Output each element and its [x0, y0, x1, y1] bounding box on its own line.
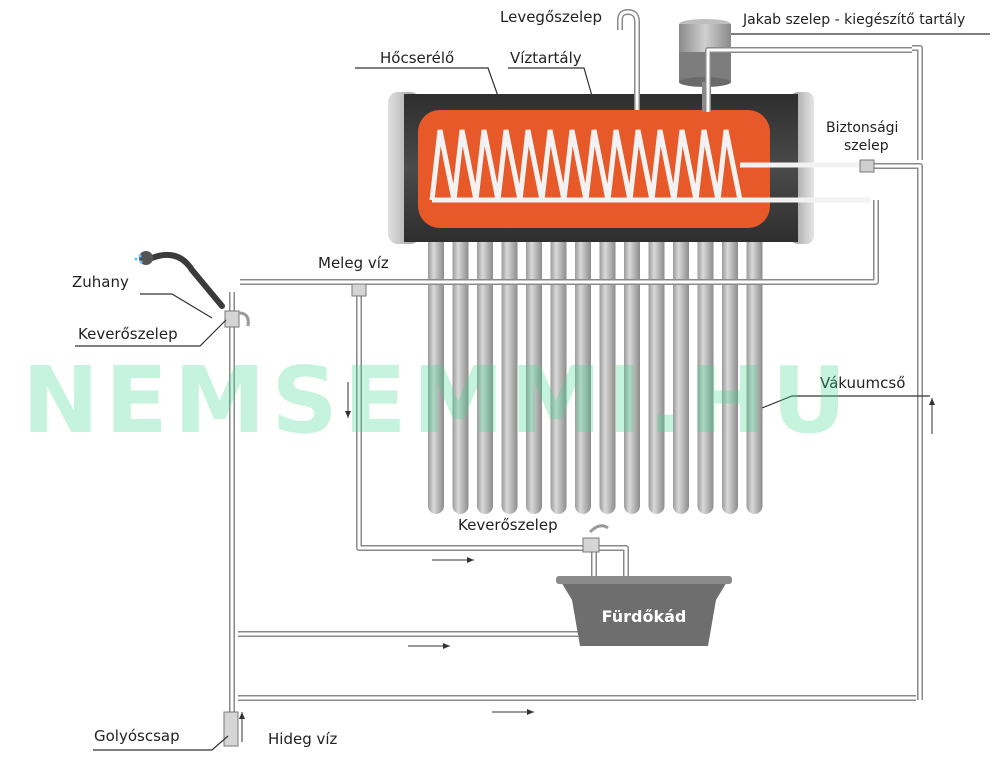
vacuum-tube — [746, 232, 763, 514]
vacuum-tube — [428, 232, 444, 514]
leader-lines — [75, 33, 990, 751]
label-shower: Zuhany — [72, 273, 129, 291]
vacuum-tube — [477, 232, 493, 514]
label-air-valve: Levegőszelep — [500, 8, 602, 26]
pipe-network — [229, 45, 923, 742]
label-heat-exchanger: Hőcserélő — [380, 49, 454, 67]
ball-valve-body — [223, 711, 239, 747]
bathtub-label: Fürdőkád — [602, 607, 687, 626]
heat-exchanger-coil — [429, 129, 880, 203]
label-cold-water: Hideg víz — [268, 730, 338, 748]
vacuum-tube — [697, 232, 714, 514]
label-warm-water: Meleg víz — [318, 254, 389, 272]
vacuum-tubes — [428, 232, 763, 514]
label-expansion-tank: Jakab szelep - kiegészítő tartály — [742, 12, 965, 28]
label-water-tank: Víztartály — [510, 49, 582, 67]
vacuum-tube — [648, 232, 665, 514]
vacuum-tube — [599, 232, 616, 514]
label-mixing-valve-left: Keverőszelep — [78, 325, 178, 343]
vacuum-tube — [501, 232, 518, 514]
vacuum-tube — [452, 232, 469, 514]
watermark: NEMSEMMI.HU — [22, 347, 852, 454]
mixing-valve-bath-body — [582, 524, 609, 553]
safety-valve — [859, 159, 875, 173]
vacuum-tube — [722, 232, 738, 514]
label-ball-valve: Golyóscsap — [94, 727, 180, 745]
tee-warm-water — [351, 283, 367, 297]
flow-arrows — [239, 382, 935, 742]
water-tank-assembly — [388, 92, 880, 244]
vacuum-tube — [673, 232, 689, 514]
vacuum-tube — [575, 232, 591, 514]
label-mixing-valve-bath: Keverőszelep — [458, 516, 558, 534]
vacuum-tube — [624, 232, 640, 514]
mixing-valve-left-body — [224, 310, 250, 328]
vacuum-tube — [550, 232, 567, 514]
vacuum-tube — [526, 232, 542, 514]
shower-head — [134, 251, 225, 309]
label-safety-valve-2: szelep — [844, 138, 889, 154]
label-safety-valve-1: Biztonsági — [826, 120, 898, 136]
label-vacuum-tube: Vákuumcső — [820, 374, 905, 392]
bathtub: Fürdőkád — [556, 576, 732, 646]
